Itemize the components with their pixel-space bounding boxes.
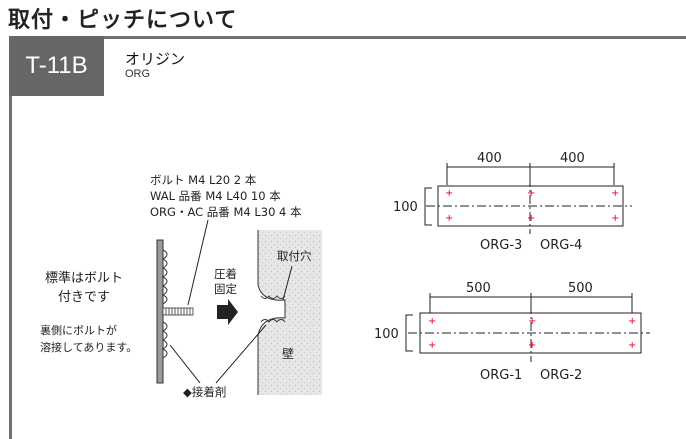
welded-note-line2: 溶接してあります。	[40, 340, 137, 354]
wall-adhesive	[260, 295, 286, 323]
bolt-leader-line	[187, 219, 209, 306]
svg-text:+: +	[528, 316, 536, 327]
top-plan-drawing: + + + + + +	[424, 163, 632, 234]
standard-bolt-line1: 標準はボルト	[45, 270, 123, 286]
welded-note-line1: 裏側にボルトが	[40, 323, 117, 337]
top-height-dim: 100	[393, 200, 418, 215]
bottom-dim-right: 500	[568, 281, 593, 296]
adhesive-label: ◆接着剤	[183, 385, 226, 399]
series-name: オリジン	[125, 50, 186, 68]
press-label-line1: 圧着	[214, 267, 237, 281]
standard-bolt-line2: 付きです	[58, 290, 110, 305]
svg-text:+: +	[628, 340, 636, 351]
sign-plate	[156, 239, 164, 384]
wall	[258, 230, 322, 395]
press-label-line2: 固定	[214, 282, 237, 296]
hole-label: 取付穴	[277, 249, 312, 263]
content-panel	[9, 36, 686, 439]
model-code-tab: T-11B	[9, 36, 104, 96]
svg-text:+: +	[527, 188, 535, 199]
adhesive-leader-right	[215, 324, 267, 384]
top-dim-right: 400	[560, 151, 585, 166]
svg-text:+: +	[528, 340, 536, 351]
series-code: ORG	[125, 68, 151, 80]
top-label-left: ORG-3	[480, 238, 522, 253]
bottom-height-dim: 100	[374, 327, 399, 342]
bolt	[162, 307, 194, 316]
bottom-label-right: ORG-2	[540, 368, 582, 383]
svg-text:+: +	[428, 340, 436, 351]
press-arrow-icon	[217, 299, 238, 325]
svg-text:+: +	[428, 316, 436, 327]
bottom-label-left: ORG-1	[480, 368, 522, 383]
bolt-note-line1: ボルト M4 L20 2 本	[150, 173, 257, 187]
top-label-right: ORG-4	[540, 238, 582, 253]
svg-text:+: +	[611, 188, 619, 199]
bolt-note-line2: WAL 品番 M4 L40 10 本	[150, 189, 281, 203]
svg-text:+: +	[445, 213, 453, 224]
adhesive-leader-left	[169, 344, 201, 384]
svg-text:+: +	[445, 188, 453, 199]
hole-leader-line	[282, 265, 293, 301]
svg-text:+: +	[628, 316, 636, 327]
svg-text:+: +	[611, 213, 619, 224]
bolt-note-line3: ORG・AC 品番 M4 L30 4 本	[150, 205, 302, 219]
wall-edge	[257, 230, 286, 395]
page-title: 取付・ピッチについて	[8, 8, 238, 33]
adhesive-bumps	[161, 249, 168, 359]
bottom-plan-drawing: + + + + + +	[405, 293, 650, 362]
top-dim-left: 400	[477, 151, 502, 166]
wall-label: 壁	[282, 346, 294, 361]
bottom-dim-left: 500	[466, 281, 491, 296]
svg-text:+: +	[527, 213, 535, 224]
